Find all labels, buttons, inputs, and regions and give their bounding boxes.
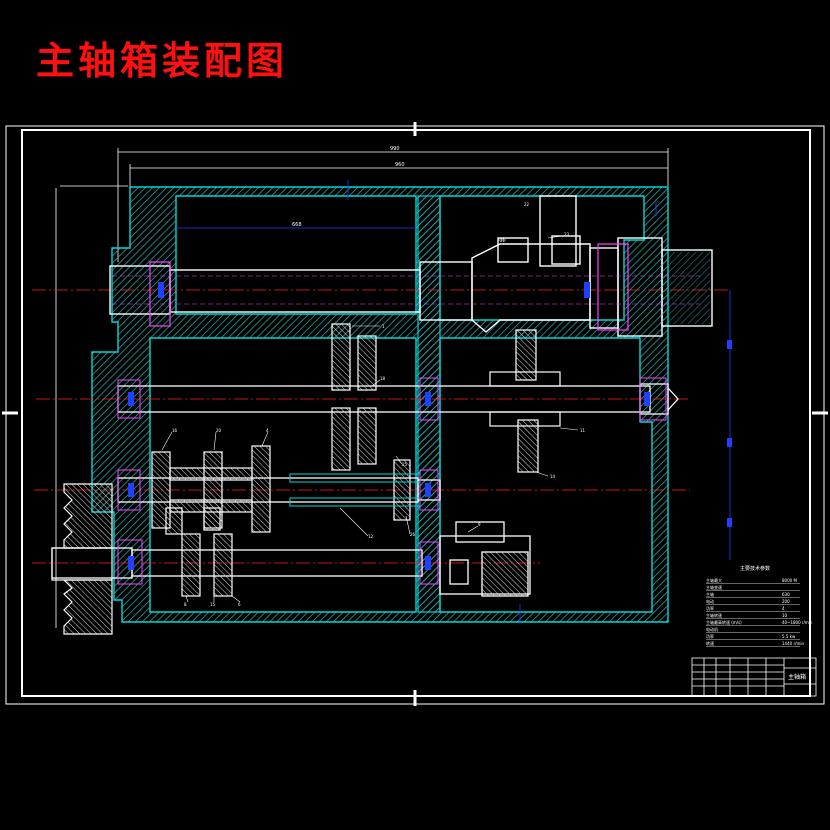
part-label-lower-3: 12 [368, 534, 374, 539]
spec-row-label: 转速 [706, 640, 714, 646]
title-block [691, 657, 817, 697]
part-label-top-gear: 22 [524, 202, 530, 207]
part-label-spindle: 21 [500, 238, 506, 243]
part-label-output-gear: 11 [580, 428, 586, 433]
leader-lines [161, 235, 579, 603]
spec-row-value: 1440 r/min [782, 641, 804, 646]
spindle-center-dashes [112, 275, 700, 305]
front-bearing-housing [597, 243, 629, 331]
spec-row-value: 10 [782, 613, 788, 618]
input-gears [165, 507, 233, 597]
sliding-gear-cluster [151, 445, 411, 533]
spec-row-label: 功率 [706, 633, 714, 639]
v-belt-pulley [51, 483, 113, 635]
spec-row-label: 电动机 [706, 626, 718, 632]
part-label-upper-3: 4 [266, 428, 269, 433]
ring-gear [489, 329, 561, 473]
part-label-lower-1: 14 [550, 474, 556, 479]
part-label-bottom-4: 9 [478, 522, 481, 527]
part-label-ring-gear: 23 [564, 232, 570, 237]
spec-row-value: 630 [782, 592, 790, 597]
spec-row-label: 主轴变速 [706, 584, 722, 590]
blue-dim-ticks [727, 340, 732, 527]
part-label-bottom-2: 15 [210, 602, 216, 607]
part-label-lower-2: 25 [402, 462, 408, 467]
dimension-lines [55, 148, 669, 628]
spec-row-label: 功率 [706, 605, 714, 611]
dim-shaft-span: 668 [292, 222, 302, 228]
spec-row-value: 4 [782, 606, 785, 611]
spec-row-label: 主轴最大 [706, 577, 722, 583]
spec-row-value: 40~1800 r/min [782, 620, 813, 625]
part-label-mid-gear: 1 [382, 324, 385, 329]
page-title: 主轴箱装配图 [36, 38, 289, 83]
spec-row-label: 主轴 [706, 591, 714, 597]
blue-dimensions [176, 180, 731, 624]
spindle-nose-hatch [660, 252, 710, 324]
rear-bearing [149, 261, 171, 327]
spec-table-title: 主要技术参数 [740, 565, 770, 572]
spec-row-value: 8000 M [782, 578, 797, 583]
bearings [117, 377, 667, 585]
bearing-markers [128, 282, 650, 570]
spec-row-value: 5.5 kw [782, 634, 796, 639]
dim-overall-1: 990 [390, 146, 400, 152]
part-label-upper-1: 16 [172, 428, 178, 433]
part-label-bottom-1: 8 [184, 602, 187, 607]
part-labels: 22 21 23 1 11 14 16 20 4 18 25 12 26 8 1… [172, 202, 586, 607]
gearbox-housing [91, 186, 669, 623]
spec-row-value: 200 [782, 599, 790, 604]
part-label-shaft: 26 [410, 532, 416, 537]
title-block-name: 主轴箱 [788, 673, 806, 681]
dim-overall-2: 960 [395, 162, 405, 168]
spec-row-label: 主轴转速 [706, 612, 722, 618]
part-label-upper-2: 20 [216, 428, 222, 433]
spec-row-label: 电动 [706, 598, 714, 604]
shaft-center-lines [32, 289, 730, 564]
part-label-bottom-3: 6 [238, 602, 241, 607]
spec-row-label: 主轴最高转速 (m/s) [706, 619, 742, 625]
double-gear-block [331, 323, 377, 471]
part-label-upper-4: 18 [380, 376, 386, 381]
drawing-frame [2, 122, 828, 706]
